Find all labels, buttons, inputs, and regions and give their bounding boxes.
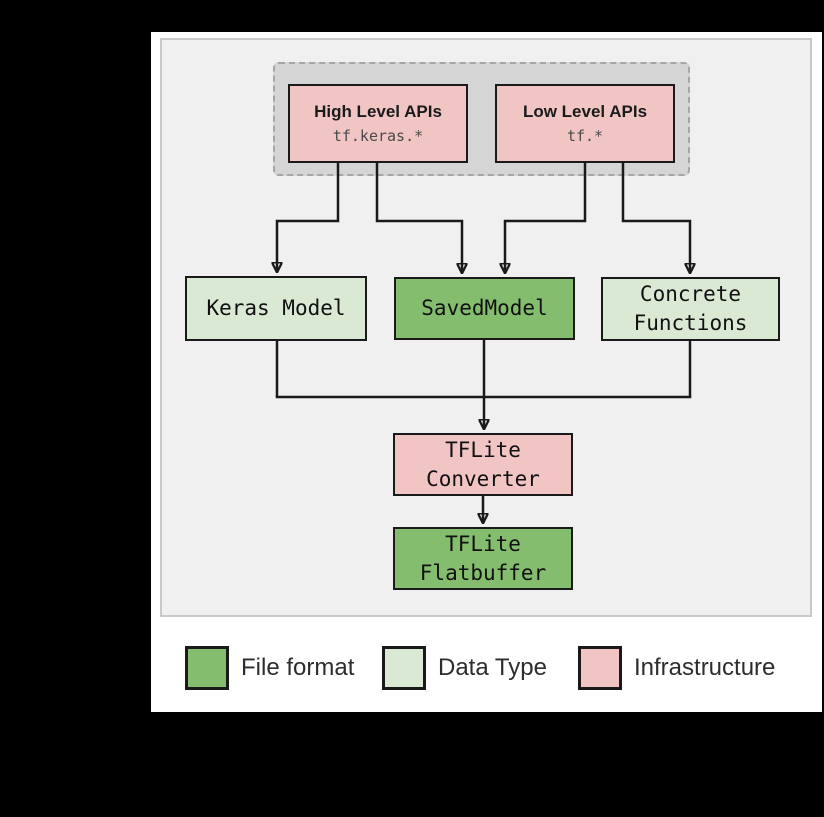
figure-card: High Level APIs tf.keras.* Low Level API… — [151, 32, 822, 712]
node-saved-model: SavedModel — [394, 277, 575, 340]
high-level-apis-title: High Level APIs — [314, 102, 442, 121]
file-format-swatch — [185, 646, 229, 690]
node-keras-model: Keras Model — [185, 276, 367, 341]
edge-lowlevel-savedmodel — [505, 163, 587, 273]
diagram-panel: High Level APIs tf.keras.* Low Level API… — [160, 38, 812, 617]
node-tflite-flatbuffer: TFLite Flatbuffer — [393, 527, 573, 590]
infrastructure-label: Infrastructure — [634, 654, 776, 681]
edge-highlevel-kerasmodel — [277, 163, 340, 272]
node-tflite-converter: TFLite Converter — [393, 433, 573, 496]
infrastructure-swatch — [578, 646, 622, 690]
file-format-label: File format — [241, 654, 355, 681]
concrete-functions-label: Concrete Functions — [633, 282, 748, 335]
data-type-label: Data Type — [438, 654, 547, 681]
low-level-apis-title: Low Level APIs — [522, 102, 648, 121]
legend-item-data-type: Data Type — [382, 646, 547, 690]
tflite-flatbuffer-label: TFLite Flatbuffer — [419, 531, 547, 585]
tflite-converter-label: TFLite Converter — [426, 437, 540, 491]
saved-model-label: SavedModel — [421, 296, 548, 320]
node-concrete-functions: Concrete Functions — [601, 277, 780, 341]
legend-item-file-format: File format — [185, 646, 354, 690]
edge-highlevel-savedmodel — [375, 163, 462, 273]
high-level-apis-subtitle: tf.keras.* — [332, 127, 424, 145]
legend-item-infrastructure: Infrastructure — [578, 646, 775, 690]
data-type-swatch — [382, 646, 426, 690]
low-level-apis-subtitle: tf.* — [566, 127, 604, 145]
edge-lowlevel-concrete — [621, 163, 690, 273]
node-low-level-apis: Low Level APIs tf.* — [495, 84, 675, 163]
node-high-level-apis: High Level APIs tf.keras.* — [288, 84, 468, 163]
keras-model-label: Keras Model — [206, 296, 346, 320]
connector-lines — [160, 163, 812, 617]
